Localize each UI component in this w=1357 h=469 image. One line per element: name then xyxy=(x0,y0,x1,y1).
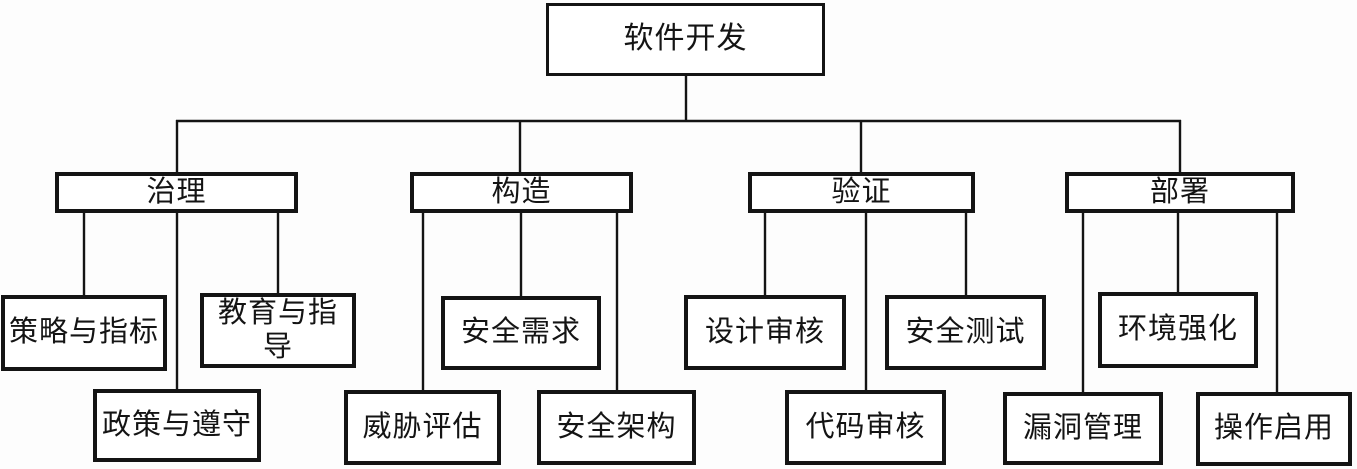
node-label: 设计审核 xyxy=(704,315,825,348)
node-label: 策略与指标 xyxy=(8,316,159,349)
node-label: 安全架构 xyxy=(556,410,677,443)
construction-children-connectors xyxy=(421,210,619,393)
node-environment-hardening: 环境强化 xyxy=(1098,292,1258,368)
node-label: 验证 xyxy=(831,175,892,208)
node-label: 安全需求 xyxy=(460,316,581,349)
node-label: 软件开发 xyxy=(623,22,748,56)
node-education-and-guidance: 教育与指导 xyxy=(200,293,356,368)
node-label: 安全测试 xyxy=(905,315,1026,348)
node-label: 漏洞管理 xyxy=(1022,411,1143,444)
deployment-children-connectors xyxy=(1081,210,1279,395)
node-policy-and-compliance: 政策与遵守 xyxy=(93,389,261,462)
node-verification: 验证 xyxy=(748,172,975,213)
node-label: 威胁评估 xyxy=(362,410,483,443)
node-code-review: 代码审核 xyxy=(785,390,946,465)
node-deployment: 部署 xyxy=(1065,172,1295,213)
node-label: 代码审核 xyxy=(805,410,926,443)
node-operational-enablement: 操作启用 xyxy=(1196,392,1352,466)
node-label: 环境强化 xyxy=(1117,313,1238,346)
node-label: 部署 xyxy=(1149,175,1210,208)
node-vulnerability-management: 漏洞管理 xyxy=(1003,392,1163,465)
node-design-review: 设计审核 xyxy=(684,295,846,370)
node-label: 治理 xyxy=(146,175,207,208)
node-label: 操作启用 xyxy=(1213,412,1334,445)
root-connector xyxy=(175,74,1182,176)
verification-children-connectors xyxy=(763,210,968,393)
node-governance: 治理 xyxy=(55,172,298,213)
governance-children-connectors xyxy=(82,210,280,392)
node-security-architecture: 安全架构 xyxy=(537,390,696,465)
node-security-testing: 安全测试 xyxy=(885,295,1046,370)
node-security-requirements: 安全需求 xyxy=(441,296,601,370)
node-label: 构造 xyxy=(491,175,552,208)
node-label: 教育与指导 xyxy=(217,297,338,363)
node-threat-assessment: 威胁评估 xyxy=(344,390,501,465)
node-label: 政策与遵守 xyxy=(101,408,252,441)
node-software-development: 软件开发 xyxy=(546,3,825,76)
node-construction: 构造 xyxy=(410,172,633,213)
node-strategy-and-metrics: 策略与指标 xyxy=(1,295,167,371)
